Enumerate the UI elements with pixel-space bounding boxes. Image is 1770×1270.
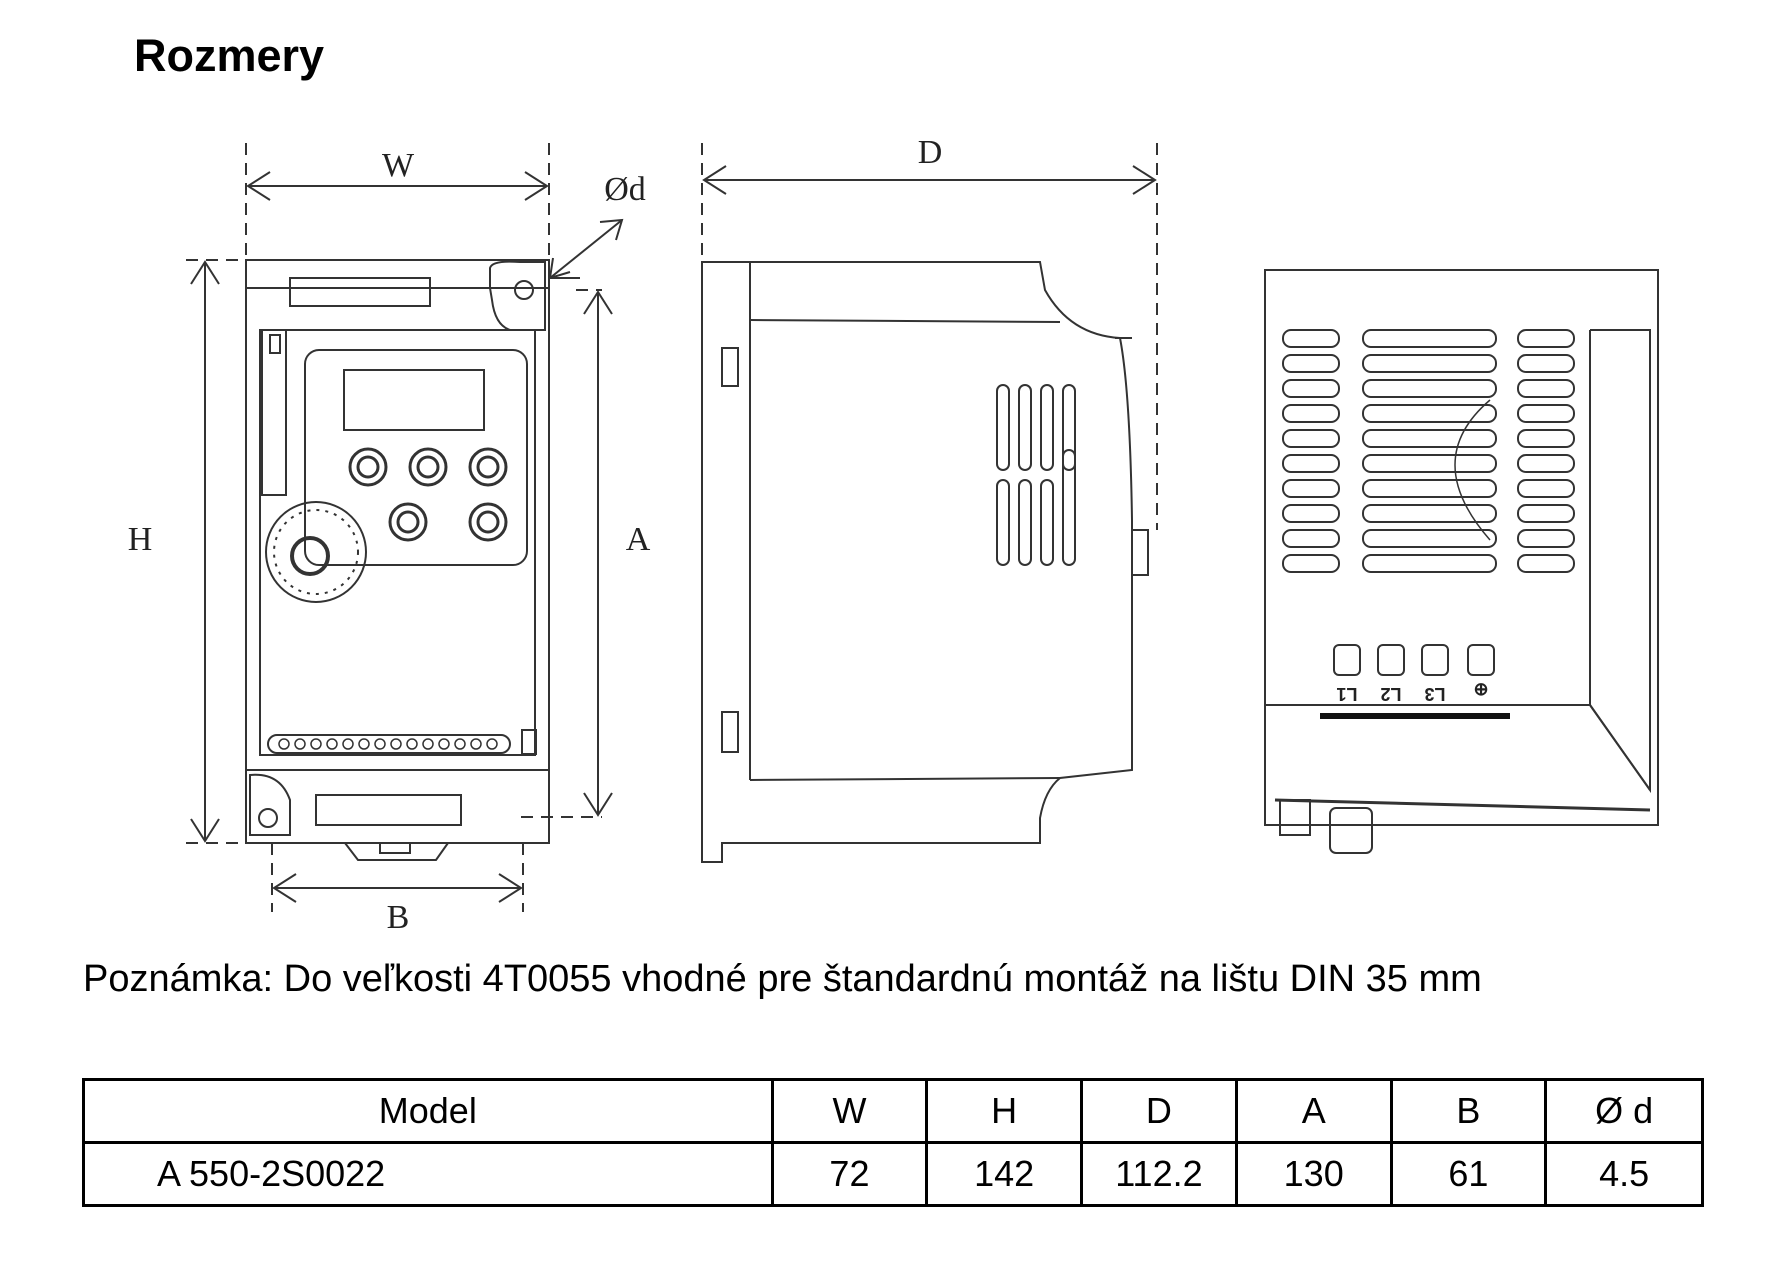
table-header-cell: H	[925, 1078, 1084, 1144]
table-row: A 550-2S0022 72 142 112.2 130 61 4.5	[82, 1141, 1704, 1207]
table-header-cell: W	[770, 1078, 929, 1144]
table-cell: 72	[770, 1141, 929, 1207]
end-view	[1264, 269, 1659, 854]
table-header-row: Model W H D A B Ø d	[82, 1078, 1704, 1144]
dim-label-depth: D	[918, 134, 943, 171]
dim-label-b: B	[387, 899, 410, 936]
table-cell: 61	[1389, 1141, 1548, 1207]
terminal-label-l1: L1	[1336, 684, 1357, 704]
table-cell: 130	[1234, 1141, 1393, 1207]
table-header-cell: Model	[82, 1078, 774, 1144]
table-header-cell: B	[1389, 1078, 1548, 1144]
terminal-label-ground: ⊕	[1473, 679, 1488, 699]
front-view	[186, 143, 624, 912]
table-cell-model: A 550-2S0022	[82, 1141, 774, 1207]
table-header-cell: D	[1080, 1078, 1238, 1144]
dimension-drawing: W Ød D H A B L1 L2 L3 ⊕	[128, 134, 1659, 936]
page-title: Rozmery	[134, 30, 325, 81]
table-header-cell: A	[1234, 1078, 1393, 1144]
side-view	[701, 143, 1158, 863]
dim-label-h: H	[128, 521, 153, 558]
dim-label-w: W	[382, 147, 415, 184]
terminal-label-l2: L2	[1380, 684, 1401, 704]
terminal-label-l3: L3	[1424, 684, 1445, 704]
dim-label-a: A	[626, 521, 651, 558]
table-header-cell: Ø d	[1544, 1078, 1704, 1144]
note-text: Poznámka: Do veľkosti 4T0055 vhodné pre …	[83, 958, 1482, 1000]
dimensions-table: Model W H D A B Ø d A 550-2S0022 72 142 …	[82, 1078, 1704, 1207]
dim-label-d-diameter: Ød	[604, 171, 646, 208]
table-cell: 4.5	[1544, 1141, 1704, 1207]
table-cell: 112.2	[1080, 1141, 1238, 1207]
table-cell: 142	[925, 1141, 1084, 1207]
